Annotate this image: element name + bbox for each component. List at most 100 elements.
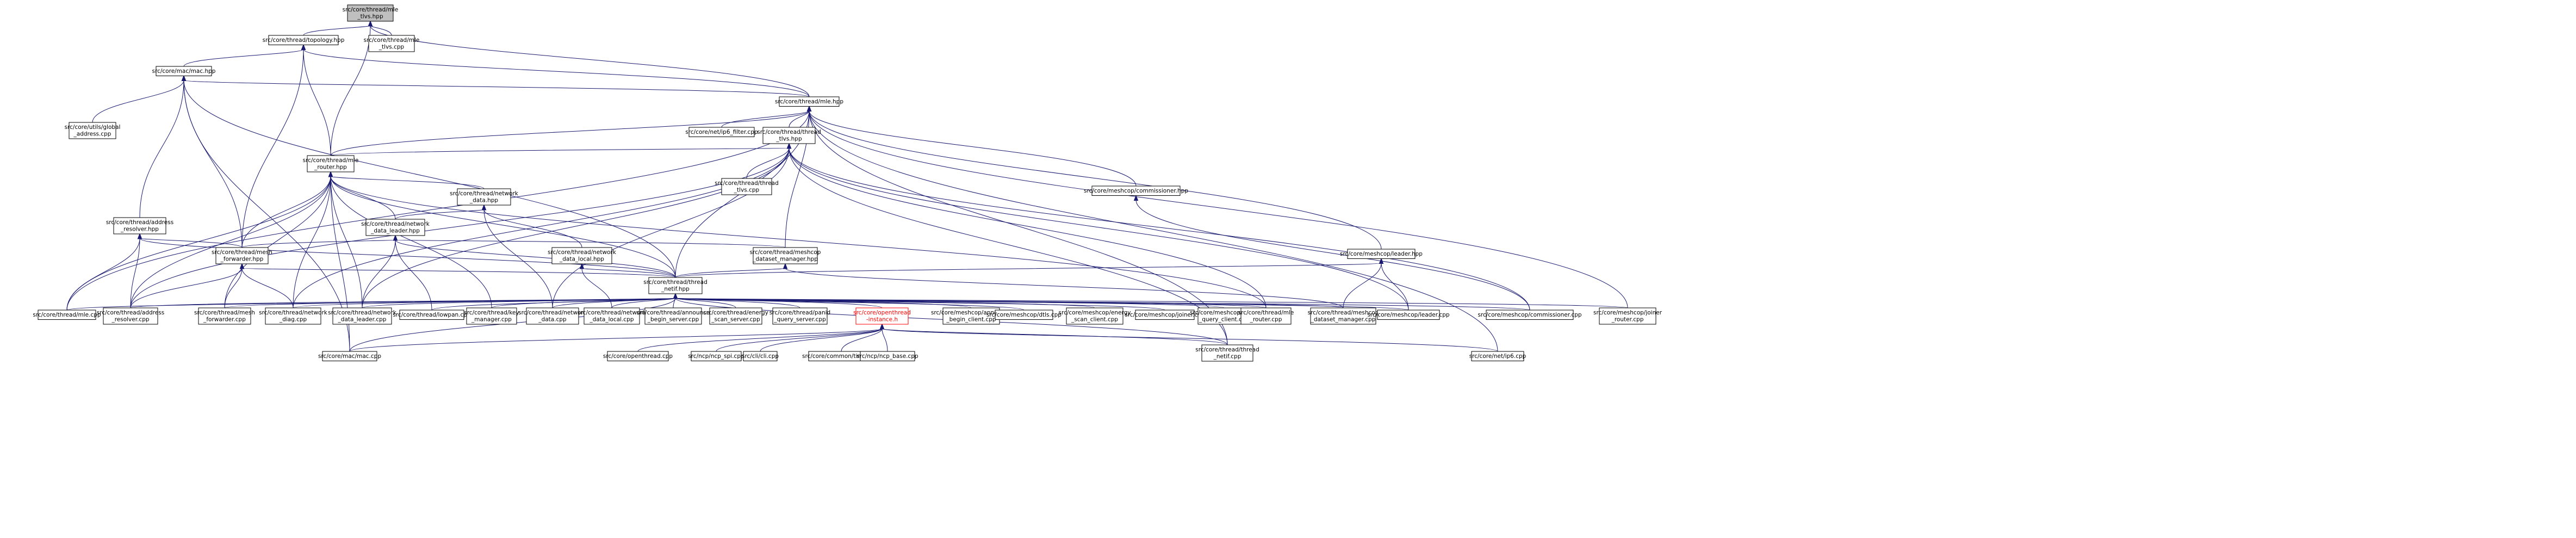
edge-mle_tlvs_hpp-to-mle_tlvs_cpp: [370, 25, 392, 36]
node-dataset-manager-cpp[interactable]: src/core/thread/meshcop_dataset_manager.…: [1308, 307, 1379, 325]
node-box: [268, 35, 339, 45]
node-label: src/core/thread/meshcop: [1308, 310, 1379, 316]
node-mle-cpp[interactable]: src/core/thread/mle.cpp: [33, 310, 101, 320]
node-announce-begin-server-cpp[interactable]: src/core/thread/announce_begin_server.cp…: [637, 307, 710, 325]
arrowhead-network_data_leader_hpp-to-thread_netif_hpp: [393, 234, 398, 241]
edge-mac_hpp-to-mesh_forwarder_hpp: [183, 80, 243, 248]
edge-mle_hpp-to-ip6_filter_cpp: [721, 110, 810, 128]
node-label: src/core/meshcop/announce: [931, 310, 1011, 316]
node-box: [762, 127, 816, 144]
node-label: src/core/thread/announce: [637, 310, 710, 316]
node-label: src/core/thread/panid: [769, 310, 830, 316]
edge-thread_netif_hpp-to-dataset_manager_cpp: [675, 298, 1344, 308]
node-lowpan-cpp[interactable]: src/core/thread/lowpan.cpp: [393, 310, 471, 320]
node-dtls-cpp[interactable]: src/core/meshcop/dtls.cpp: [986, 310, 1062, 320]
arrowhead-mle_tlvs_hpp-to-mle_router_hpp: [368, 20, 373, 27]
node-mle-router-hpp[interactable]: src/core/thread/mle_router.hpp: [303, 155, 359, 172]
node-network-diag-cpp[interactable]: src/core/thread/network_diag.cpp: [259, 307, 328, 325]
node-network-data-local-cpp[interactable]: src/core/thread/network_data_local.cpp: [578, 307, 647, 325]
edge-thread_netif_hpp-to-network_data_cpp: [552, 298, 676, 308]
node-thread-netif-cpp[interactable]: src/core/thread/thread_netif.cpp: [1195, 344, 1259, 362]
node-openthread-instance-h[interactable]: src/core/openthread-instance.h: [853, 307, 911, 325]
edge-mle_hpp-to-commissioner_hpp: [809, 110, 1137, 187]
node-commissioner-cpp[interactable]: src/core/meshcop/commissioner.cpp: [1478, 310, 1582, 320]
node-announce-begin-client-cpp[interactable]: src/core/meshcop/announce_begin_client.c…: [931, 307, 1011, 325]
node-cli-cpp[interactable]: src/cli/cli.cpp: [742, 351, 779, 361]
node-label: _data.hpp: [469, 197, 499, 204]
arrowhead-mle_router_hpp-to-mac_cpp: [328, 171, 333, 177]
node-commissioner-hpp[interactable]: src/core/meshcop/commissioner.hpp: [1084, 185, 1188, 196]
node-network-data-leader-hpp[interactable]: src/core/thread/network_data_leader.hpp: [361, 219, 430, 236]
node-label: src/core/meshcop/commissioner.hpp: [1084, 188, 1188, 194]
node-mac-cpp[interactable]: src/core/mac/mac.cpp: [318, 351, 381, 361]
node-box: [1310, 307, 1376, 325]
node-ip6-filter-cpp[interactable]: src/core/net/ip6_filter.cpp: [685, 127, 758, 137]
node-network-data-leader-cpp[interactable]: src/core/thread/network_data_leader.cpp: [328, 307, 397, 325]
node-topology-hpp[interactable]: src/core/thread/topology.hpp: [263, 35, 345, 45]
node-thread-netif-hpp[interactable]: src/core/thread/thread_netif.hpp: [643, 277, 707, 294]
node-label: _router.cpp: [1611, 317, 1644, 323]
node-mac-hpp[interactable]: src/core/mac/mac.hpp: [152, 66, 216, 76]
edge-network_data_leader_hpp-to-mesh_forwarder_hpp: [241, 239, 396, 248]
node-label: _data_local.cpp: [589, 317, 634, 323]
edge-openthread_instance_h-to-ip6_cpp: [882, 328, 1498, 352]
node-label: _dataset_manager.cpp: [1311, 317, 1376, 323]
edge-thread_tlvs_hpp-to-mle_router_cpp: [789, 147, 1267, 308]
node-network-data-hpp[interactable]: src/core/thread/network_data.hpp: [450, 188, 519, 206]
node-thread-tlvs-hpp[interactable]: src/core/thread/thread_tlvs.hpp: [757, 127, 821, 144]
node-label: _data_leader.cpp: [338, 317, 387, 323]
node-key-manager-cpp[interactable]: src/core/thread/key_manager.cpp: [464, 307, 519, 325]
node-dataset-manager-hpp[interactable]: src/core/thread/meshcop_dataset_manager.…: [750, 247, 821, 264]
edge-network_data_local_hpp-to-thread_netif_hpp: [581, 268, 676, 278]
node-ip6-cpp[interactable]: src/core/net/ip6.cpp: [1469, 351, 1526, 361]
node-ncp-spi-cpp[interactable]: src/ncp/ncp_spi.cpp: [688, 351, 744, 361]
node-box: [1377, 310, 1440, 320]
node-address-resolver-cpp[interactable]: src/core/thread/address_resolver.cpp: [97, 307, 164, 325]
node-leader-hpp[interactable]: src/core/meshcop/leader.hpp: [1340, 249, 1423, 259]
node-leader-cpp[interactable]: src/core/meshcop/leader.cpp: [1367, 310, 1450, 320]
node-label: src/core/thread/mle: [343, 7, 399, 13]
node-network-data-cpp[interactable]: src/core/thread/network_data.cpp: [518, 307, 587, 325]
node-network-data-local-hpp[interactable]: src/core/thread/network_data_local.hpp: [548, 247, 617, 264]
node-label: _tlvs.hpp: [357, 14, 383, 20]
node-panid-query-server-cpp[interactable]: src/core/thread/panid_query_server.cpp: [769, 307, 830, 325]
node-thread-tlvs-cpp[interactable]: src/core/thread/thread_tlvs.cpp: [715, 178, 779, 195]
edge-openthread_instance_h-to-thread_netif_cpp: [882, 328, 1228, 345]
arrowhead-network_data_hpp-to-network_data_cpp: [481, 204, 487, 211]
node-box: [855, 307, 909, 325]
node-label: _resolver.cpp: [111, 317, 149, 323]
node-mesh-forwarder-cpp[interactable]: src/core/thread/mesh_forwarder.cpp: [194, 307, 255, 325]
node-box: [457, 188, 511, 206]
node-energy-scan-client-cpp[interactable]: src/core/meshcop/energy_scan_client.cpp: [1059, 307, 1131, 325]
node-ncp-base-cpp[interactable]: src/ncp/ncp_base.cpp: [856, 351, 918, 361]
node-address-resolver-hpp[interactable]: src/core/thread/address_resolver.hpp: [106, 217, 173, 234]
edge-mle_tlvs_hpp-to-topology_hpp: [303, 25, 371, 36]
edge-network_data_leader_hpp-to-lowpan_cpp: [395, 239, 432, 311]
node-mle-router-cpp[interactable]: src/core/thread/mle_router.cpp: [1238, 307, 1294, 325]
node-mle-hpp[interactable]: src/core/thread/mle.hpp: [775, 96, 843, 107]
node-openthread-cpp[interactable]: src/core/openthread.cpp: [603, 351, 673, 361]
node-joiner-cpp[interactable]: src/core/meshcop/joiner.cpp: [1125, 310, 1205, 320]
edge-mle_hpp-to-mle_cpp: [66, 110, 810, 311]
edge-mac_hpp-to-mac_cpp: [183, 80, 350, 352]
node-mle-tlvs-cpp[interactable]: src/core/thread/mle_tlvs.cpp: [364, 35, 420, 52]
node-label: src/core/thread/network: [450, 190, 519, 197]
node-joiner-router-cpp[interactable]: src/core/meshcop/joiner_router.cpp: [1593, 307, 1662, 325]
node-box: [1201, 344, 1253, 362]
node-global-address-cpp[interactable]: src/core/utils/global_address.cpp: [65, 122, 121, 139]
edge-thread_netif_hpp-to-network_data_local_cpp: [611, 298, 676, 308]
node-energy-scan-server-cpp[interactable]: src/core/thread/energy_scan_server.cpp: [703, 307, 768, 325]
arrowhead-topology_hpp-to-mesh_forwarder_hpp: [301, 44, 306, 50]
edge-address_resolver_hpp-to-mesh_forwarder_hpp: [139, 238, 243, 248]
node-box: [307, 155, 355, 172]
edge-thread_tlvs_hpp-to-network_data_cpp: [552, 147, 790, 308]
edge-thread_tlvs_hpp-to-thread_tlvs_cpp: [746, 147, 790, 179]
node-mle-tlvs-hpp[interactable]: src/core/thread/mle_tlvs.hpp: [343, 4, 399, 22]
edge-address_resolver_hpp-to-address_resolver_cpp: [130, 238, 140, 308]
node-box: [103, 307, 158, 325]
edge-topology_hpp-to-mesh_forwarder_hpp: [241, 49, 304, 248]
edge-openthread_instance_h-to-mac_cpp: [349, 328, 883, 352]
arrowhead-openthread_instance_h-to-ip6_cpp: [879, 323, 885, 330]
node-mesh-forwarder-hpp[interactable]: src/core/thread/mesh_forwarder.hpp: [212, 247, 272, 264]
node-label: src/core/thread/mle: [1238, 310, 1294, 316]
